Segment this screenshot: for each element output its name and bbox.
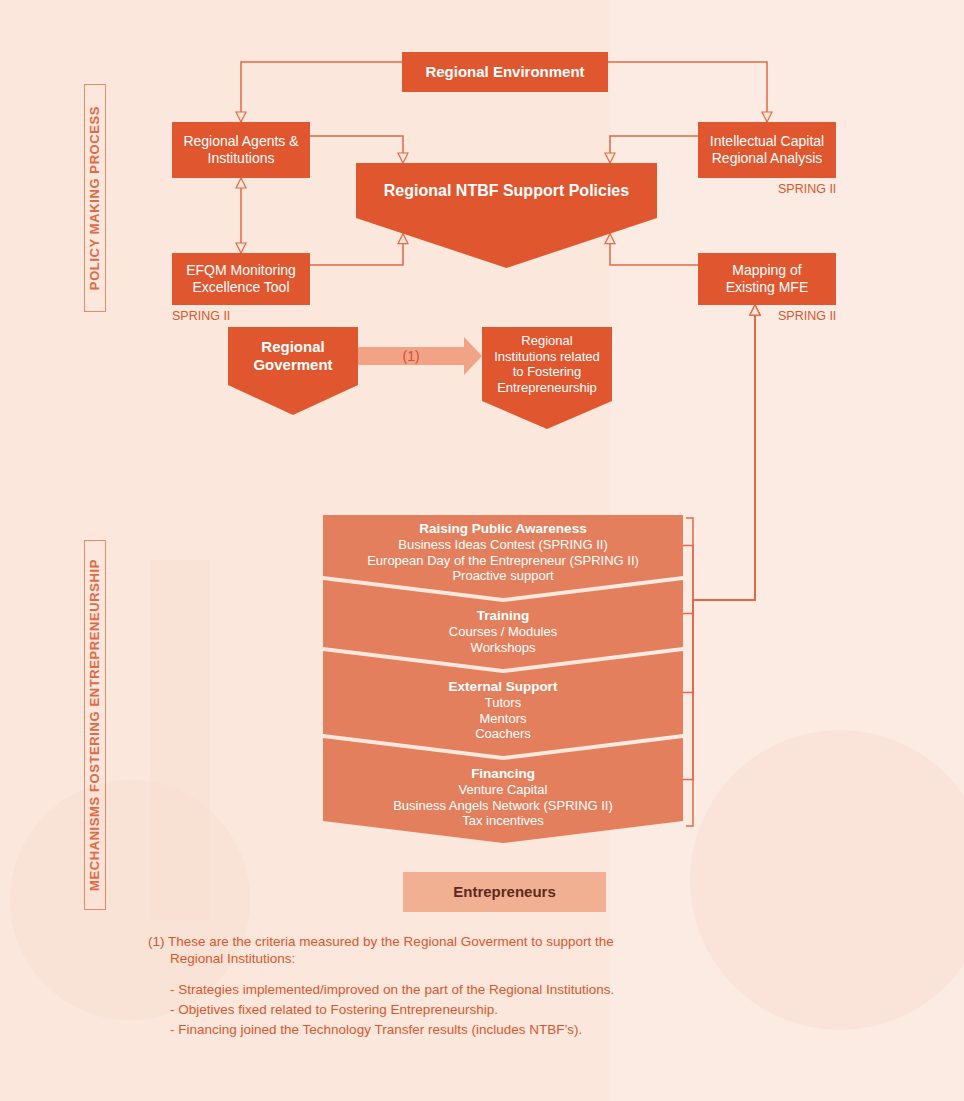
node-text: Venture Capital: [459, 782, 548, 798]
program-tag: SPRING II: [778, 309, 836, 325]
text-holder: Regional Agents & Institutions: [172, 122, 310, 178]
stage-chevron: Raising Public AwarenessBusiness Ideas C…: [323, 515, 683, 598]
text-holder: External SupportTutorsMentorsCoachers: [323, 673, 683, 742]
node-text: Regional Environment: [425, 63, 584, 81]
footnote-text: - Strategies implemented/improved on the…: [170, 982, 930, 999]
node-text: Workshops: [471, 640, 536, 656]
node-text: Mapping of Existing MFE: [706, 262, 828, 296]
stage-chevron: FinancingVenture CapitalBusiness Angels …: [323, 738, 683, 843]
connector: [683, 305, 755, 693]
background-ornament: [690, 730, 964, 1030]
text-holder: Raising Public AwarenessBusiness Ideas C…: [323, 515, 683, 584]
stage-chevron-fill: [323, 738, 683, 843]
node-text: Raising Public Awareness: [419, 521, 586, 537]
node-text: Regional Agents & Institutions: [180, 133, 302, 167]
stage-chevron: TrainingCourses / ModulesWorkshops: [323, 580, 683, 669]
connector: [683, 305, 755, 600]
node-text: POLICY MAKING PROCESS: [87, 106, 103, 290]
connector: [310, 136, 403, 163]
node-text: Mentors: [480, 711, 527, 727]
callout-number: (1): [401, 348, 422, 364]
connector: [683, 305, 755, 614]
section-label: MECHANISMS FOSTERING ENTREPRENEURSHIP: [84, 540, 106, 910]
node-text: Courses / Modules: [449, 624, 557, 640]
process-box: Mapping of Existing MFE: [698, 253, 836, 305]
text-holder: Intellectual Capital Regional Analysis: [698, 122, 836, 178]
footnote-text: - Financing joined the Technology Transf…: [170, 1022, 930, 1039]
background-column: [150, 560, 210, 920]
connector: [610, 136, 698, 163]
text-holder: Regional Goverment: [228, 327, 358, 385]
process-box: EFQM Monitoring Excellence Tool: [172, 253, 310, 305]
text-holder: POLICY MAKING PROCESS: [87, 106, 103, 290]
institution-pentagon-fill: [482, 327, 612, 429]
text-holder: Regional NTBF Support Policies: [356, 163, 657, 218]
institution-pentagon: Regional Institutions related to Fosteri…: [482, 327, 612, 429]
stage-chevron-fill: [323, 515, 683, 598]
government-pentagon-fill: [228, 327, 358, 415]
node-text: European Day of the Entrepreneur (SPRING…: [367, 553, 639, 569]
block-arrow: [358, 337, 482, 375]
program-tag: SPRING II: [172, 309, 230, 325]
node-text: EFQM Monitoring Excellence Tool: [180, 262, 302, 296]
text-holder: FinancingVenture CapitalBusiness Angels …: [323, 760, 683, 829]
process-box: Regional Environment: [402, 52, 608, 92]
node-text: Entrepreneurs: [453, 883, 556, 901]
node-text: Regional Institutions related to Fosteri…: [490, 333, 604, 395]
connector: [310, 234, 403, 265]
text-holder: Regional Environment: [402, 52, 608, 92]
footnote-text: (1) These are the criteria measured by t…: [148, 934, 628, 968]
stage-chevron: External SupportTutorsMentorsCoachers: [323, 651, 683, 756]
text-holder: Entrepreneurs: [403, 872, 606, 912]
node-text: Tax incentives: [462, 813, 544, 829]
policy-pentagon-outline: [356, 163, 657, 268]
node-text: Financing: [471, 766, 535, 782]
node-text: Regional Goverment: [236, 338, 350, 374]
connector: [610, 234, 698, 265]
node-text: External Support: [449, 679, 558, 695]
program-tag: SPRING II: [778, 182, 836, 198]
connector: [683, 305, 755, 780]
node-text: Tutors: [485, 695, 521, 711]
text-holder: TrainingCourses / ModulesWorkshops: [323, 602, 683, 655]
node-text: Proactive support: [452, 568, 553, 584]
node-text: Intellectual Capital Regional Analysis: [706, 133, 828, 167]
section-label: POLICY MAKING PROCESS: [84, 84, 106, 312]
process-box: Regional Agents & Institutions: [172, 122, 310, 178]
stage-chevron-fill: [323, 580, 683, 669]
node-text: Training: [477, 608, 530, 624]
stage-chevron-fill: [323, 651, 683, 756]
result-box: Entrepreneurs: [403, 872, 606, 912]
node-text: MECHANISMS FOSTERING ENTREPRENEURSHIP: [87, 559, 103, 891]
node-text: Regional NTBF Support Policies: [384, 181, 629, 200]
node-text: Business Angels Network (SPRING II): [393, 798, 613, 814]
policy-pentagon-fill: [356, 163, 657, 268]
footnote-text: - Objetives fixed related to Fostering E…: [170, 1002, 930, 1019]
node-text: Business Ideas Contest (SPRING II): [398, 537, 608, 553]
text-holder: MECHANISMS FOSTERING ENTREPRENEURSHIP: [87, 559, 103, 891]
connector: [241, 62, 402, 122]
government-pentagon: Regional Goverment: [228, 327, 358, 415]
process-box: Intellectual Capital Regional Analysis: [698, 122, 836, 178]
text-holder: Mapping of Existing MFE: [698, 253, 836, 305]
text-holder: EFQM Monitoring Excellence Tool: [172, 253, 310, 305]
connector: [608, 62, 767, 122]
policy-pentagon: Regional NTBF Support Policies: [356, 163, 657, 268]
connector: [240, 178, 242, 253]
text-holder: Regional Institutions related to Fosteri…: [482, 327, 612, 401]
node-text: Coachers: [475, 726, 531, 742]
